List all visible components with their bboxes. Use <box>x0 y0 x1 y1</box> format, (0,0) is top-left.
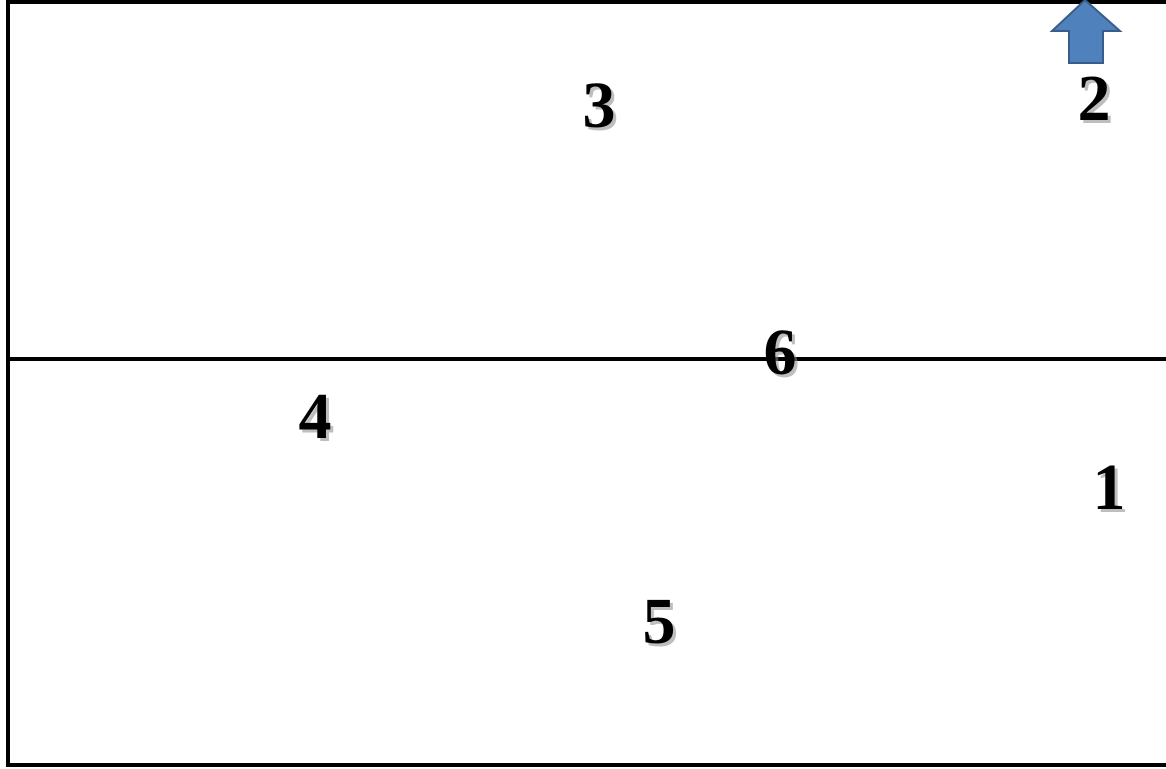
position-label: 1 <box>1093 451 1126 524</box>
svg-text:1: 1 <box>1096 454 1129 527</box>
position-5: 5 5 <box>643 585 679 661</box>
position-label: 2 <box>1078 62 1111 135</box>
svg-text:5: 5 <box>646 588 679 661</box>
position-6: 6 6 <box>764 316 800 392</box>
position-4: 4 4 <box>299 380 335 456</box>
up-arrow-icon <box>1049 0 1123 64</box>
position-label: 3 <box>583 69 616 142</box>
svg-text:6: 6 <box>767 319 800 392</box>
position-label: 4 <box>299 380 332 453</box>
position-1: 1 1 <box>1093 451 1129 527</box>
svg-text:2: 2 <box>1081 65 1114 138</box>
position-label: 6 <box>764 316 797 389</box>
court-boundary <box>6 0 1166 767</box>
position-label: 5 <box>643 585 676 658</box>
svg-text:4: 4 <box>302 383 335 456</box>
svg-text:3: 3 <box>586 72 619 145</box>
position-2: 2 2 <box>1078 62 1114 138</box>
position-3: 3 3 <box>583 69 619 145</box>
